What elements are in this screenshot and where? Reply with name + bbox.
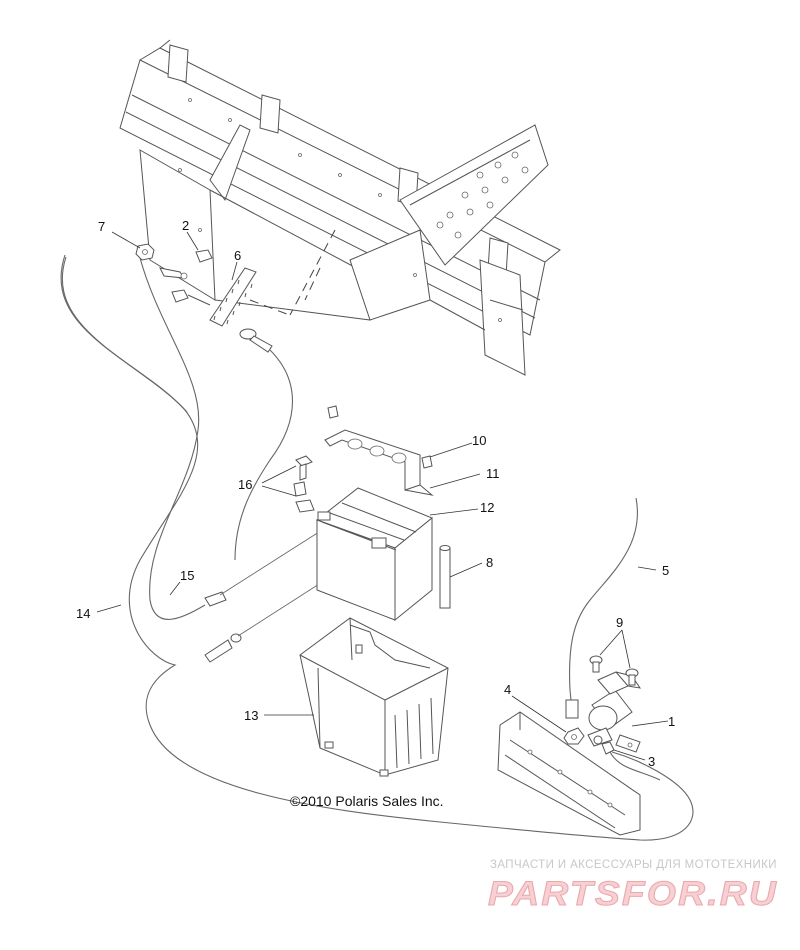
terminal-block-parts [135,243,293,353]
watermark: ЗАПЧАСТИ И АКСЕССУАРЫ ДЛЯ МОТОТЕХНИКИ PA… [488,859,778,914]
callout-6: 6 [234,248,241,263]
callout-9: 9 [616,615,623,630]
callout-10: 10 [472,433,486,448]
callout-labels: 7 2 6 10 11 12 16 8 5 15 14 9 4 13 1 3 [76,218,675,769]
battery-group [293,405,451,622]
callout-11: 11 [486,466,500,481]
callout-7: 7 [98,219,105,234]
screws-9 [589,655,639,686]
callout-15: 15 [180,568,194,583]
battery-box-13 [299,617,449,777]
leader-lines [96,231,669,761]
callout-4: 4 [504,682,511,697]
battery-12 [315,487,433,622]
cable-15 [139,257,206,620]
bolt-2 [195,249,213,263]
callout-14: 14 [76,606,90,621]
cable-14 [60,254,694,841]
nut-4 [563,727,585,745]
bolt-10 [421,455,433,469]
watermark-brand: PARTSFOR.RU [488,875,778,913]
copyright-text: ©2010 Polaris Sales Inc. [290,793,444,809]
terminal-block-6 [209,267,257,327]
callout-3: 3 [648,754,655,769]
solenoid-1 [587,689,641,753]
callout-16: 16 [238,477,252,492]
callout-2: 2 [182,218,189,233]
hold-down-bracket-11 [324,429,434,496]
callout-13: 13 [244,708,258,723]
tube-8 [439,545,451,609]
callout-8: 8 [486,555,493,570]
solenoid-assembly [497,655,661,836]
callout-5: 5 [662,563,669,578]
terminal-hardware-16 [293,455,315,513]
callout-12: 12 [480,500,494,515]
watermark-tagline: ЗАПЧАСТИ И АКСЕССУАРЫ ДЛЯ МОТОТЕХНИКИ [490,859,777,871]
frame [119,39,561,376]
cables [60,254,694,841]
callout-1: 1 [668,714,675,729]
